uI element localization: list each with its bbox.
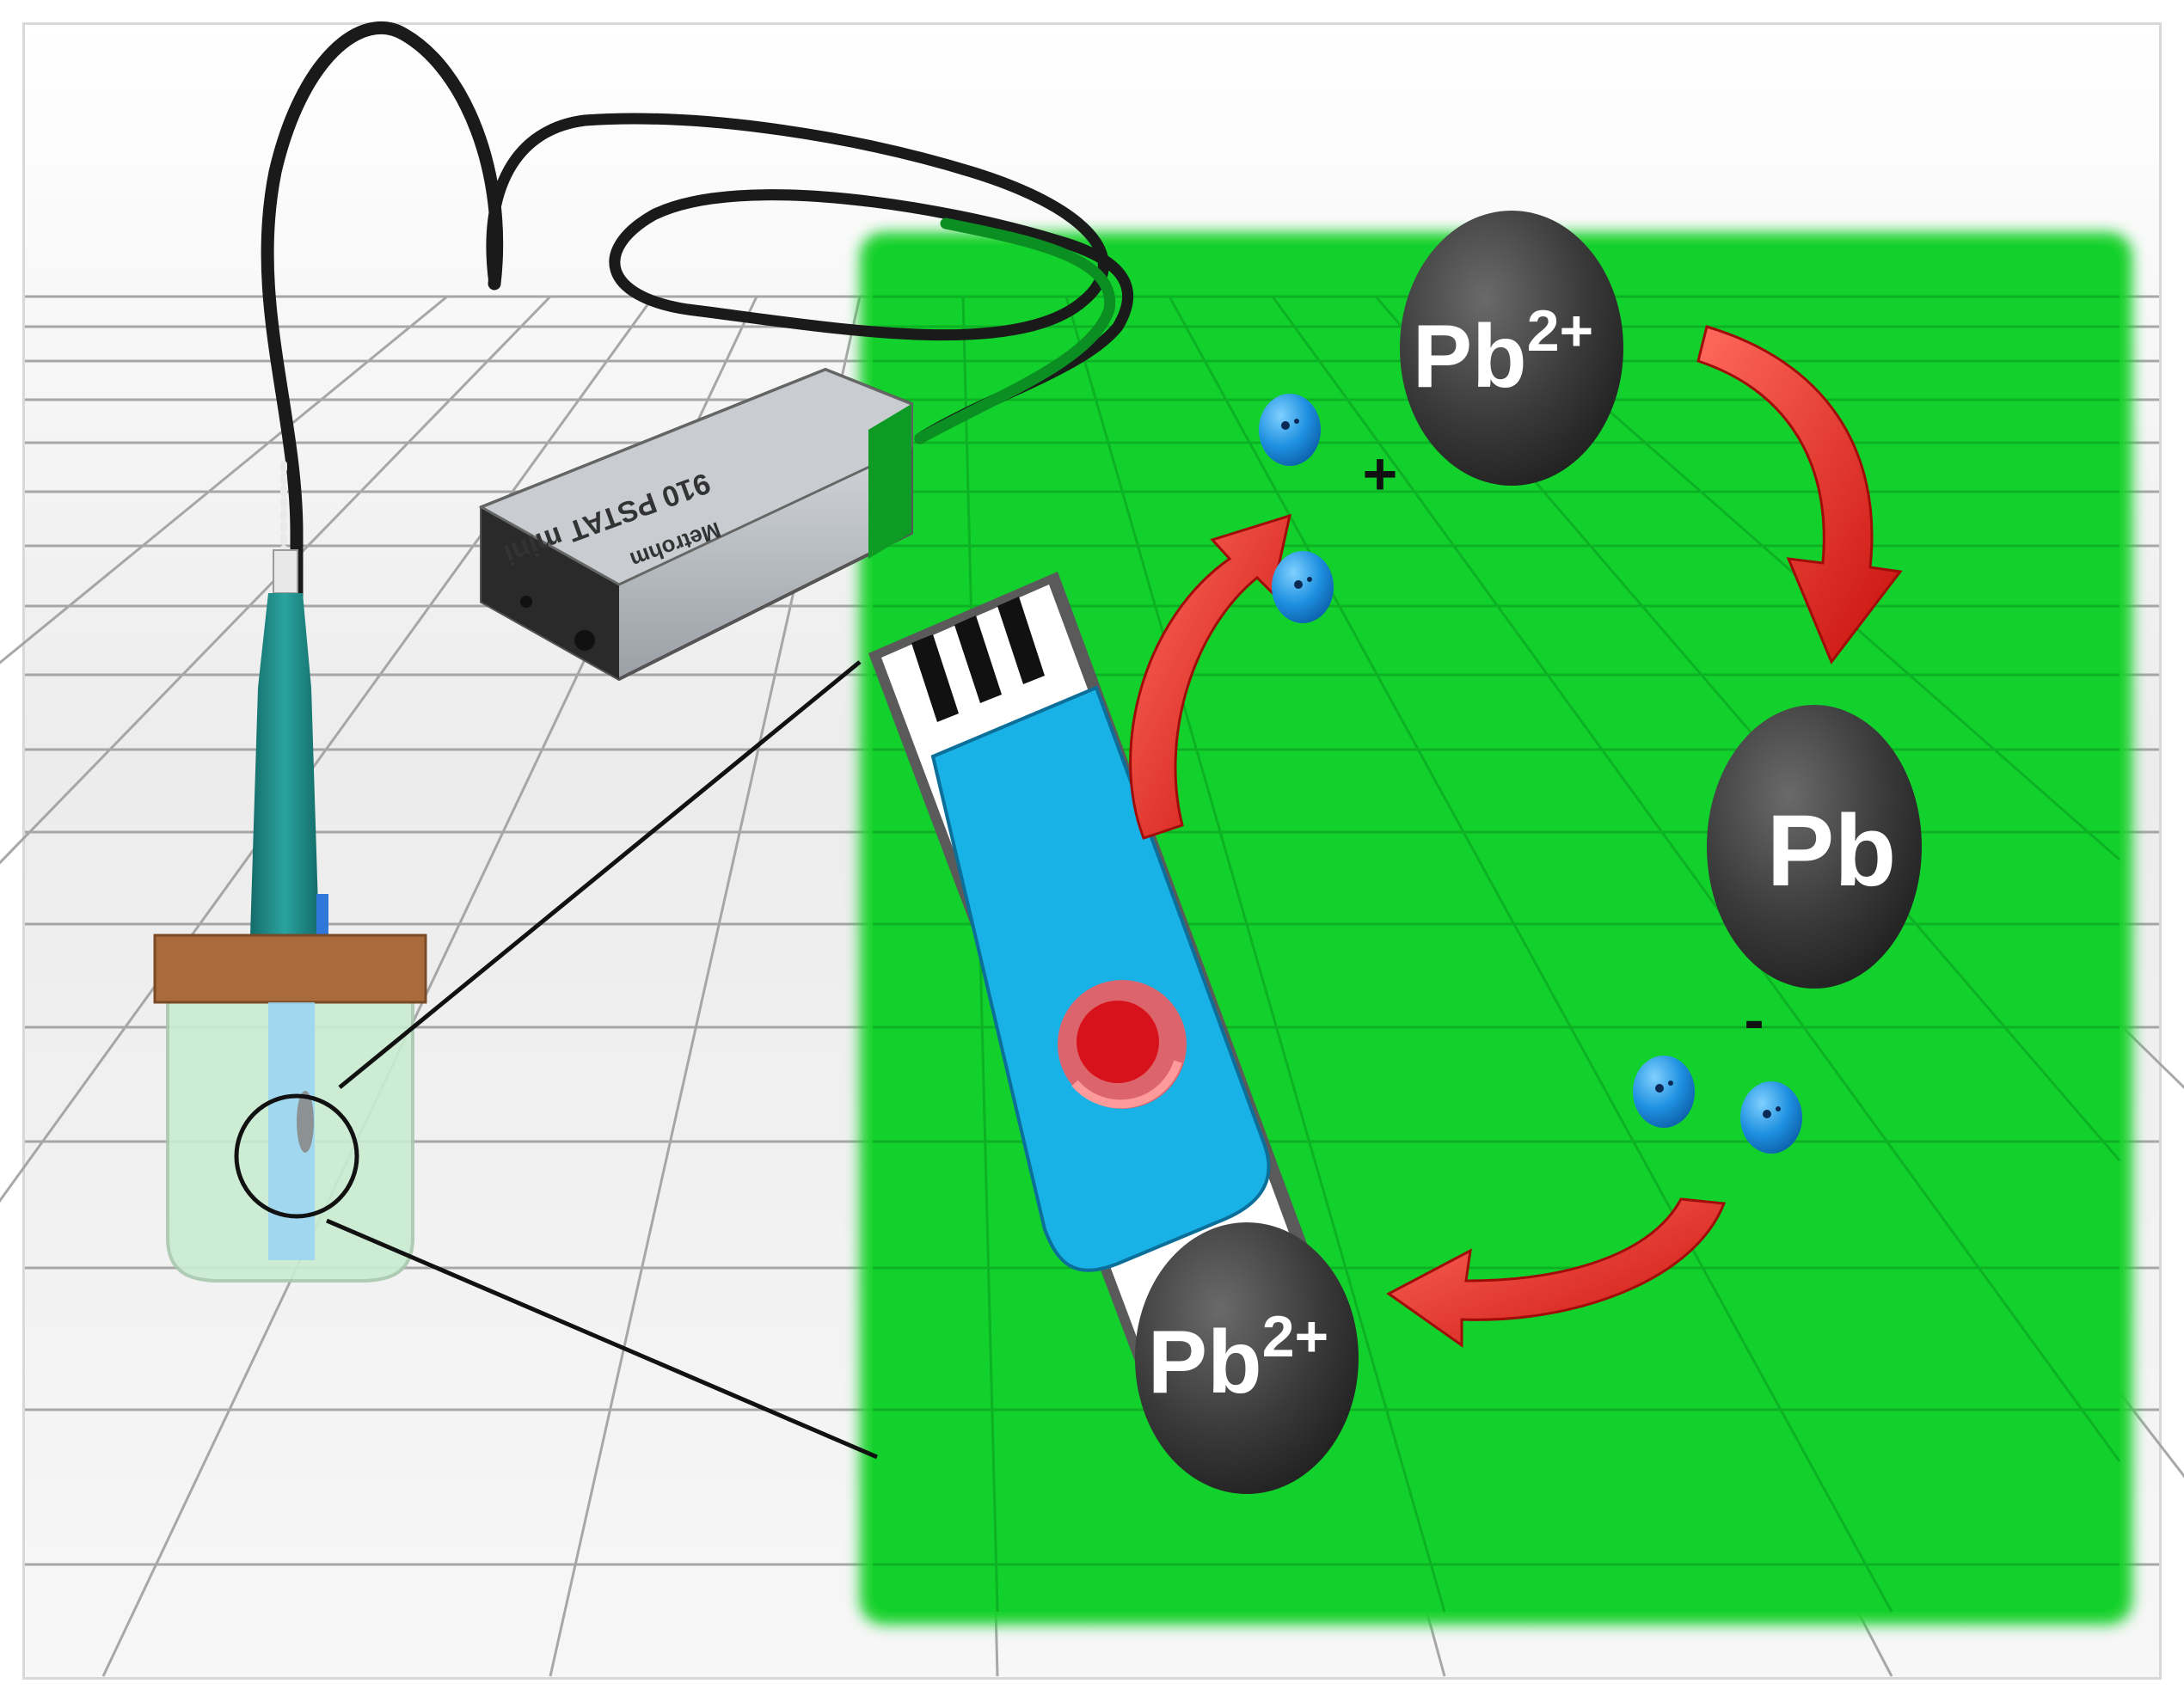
arrow-bottom: [1386, 1197, 1727, 1348]
electrode-probe: [249, 549, 328, 963]
plus-sign: +: [1363, 440, 1398, 507]
pb2-ion-top: Pb2+: [1400, 211, 1623, 486]
electron-icon: [1259, 394, 1321, 466]
pb2-top-charge: 2+: [1527, 298, 1594, 364]
electron-icon: [1272, 551, 1334, 623]
pb-right-label: Pb: [1767, 794, 1897, 908]
zoom-line-bottom: [326, 1218, 878, 1460]
minus-sign: -: [1744, 986, 1764, 1053]
electrons: [1259, 394, 1802, 1154]
zoom-circle: [234, 1093, 359, 1219]
pb2-top-base: Pb: [1413, 307, 1527, 407]
pb2-bottom-base: Pb: [1148, 1313, 1262, 1412]
sample-beaker: [153, 660, 878, 1460]
cables: [261, 21, 1133, 944]
pb-atom-right: Pb: [1707, 705, 1922, 989]
pb2-bottom-charge: 2+: [1262, 1304, 1329, 1369]
arrow-top-right: [1696, 325, 1903, 664]
reaction-arrows: [1129, 325, 1903, 1348]
svg-text:Pb2+: Pb2+: [1148, 1304, 1328, 1412]
potentiostat-device: 910 PSTAT mini Metrohm: [478, 367, 913, 682]
figure-frame: [22, 22, 2162, 1680]
electron-icon: [1633, 1056, 1695, 1128]
electron-icon: [1740, 1081, 1802, 1154]
arrow-left-up: [1129, 513, 1292, 840]
svg-text:Pb2+: Pb2+: [1413, 298, 1593, 407]
pb2-ion-bottom: Pb2+: [1135, 1222, 1359, 1494]
zoom-line-top: [338, 660, 862, 1089]
